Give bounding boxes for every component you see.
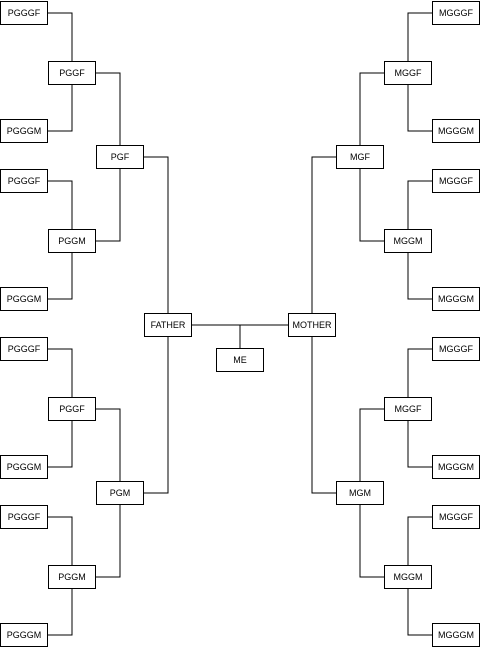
- node-mgggf: MGGGF: [432, 505, 480, 529]
- node-mgggf: MGGGF: [432, 337, 480, 361]
- node-pgggf: PGGGF: [0, 1, 48, 25]
- connector: [96, 408, 121, 481]
- connector: [48, 180, 73, 229]
- node-mgm: MGM: [336, 481, 384, 505]
- node-mother: MOTHER: [288, 313, 336, 337]
- node-mgggm: MGGGM: [432, 119, 480, 143]
- connector: [407, 589, 432, 636]
- connector: [407, 85, 432, 132]
- connector: [48, 253, 73, 300]
- connector: [144, 337, 169, 494]
- connector: [144, 156, 169, 313]
- node-father: FATHER: [144, 313, 192, 337]
- connector: [48, 85, 73, 132]
- connector: [359, 169, 384, 242]
- connector: [48, 516, 73, 565]
- node-pggm: PGGM: [48, 565, 96, 589]
- connector: [407, 516, 432, 565]
- node-mgggm: MGGGM: [432, 623, 480, 647]
- connector: [96, 72, 121, 145]
- node-mgf: MGF: [336, 145, 384, 169]
- connector: [407, 348, 432, 397]
- node-mgggm: MGGGM: [432, 455, 480, 479]
- node-pgggm: PGGGM: [0, 455, 48, 479]
- node-pgm: PGM: [96, 481, 144, 505]
- node-pgggm: PGGGM: [0, 119, 48, 143]
- node-mggf: MGGF: [384, 61, 432, 85]
- connector: [407, 12, 432, 61]
- connector: [359, 72, 384, 145]
- node-mgggf: MGGGF: [432, 1, 480, 25]
- node-mggf: MGGF: [384, 397, 432, 421]
- node-mggm: MGGM: [384, 229, 432, 253]
- connector: [407, 180, 432, 229]
- connector: [311, 156, 336, 313]
- node-pgggm: PGGGM: [0, 623, 48, 647]
- node-pgf: PGF: [96, 145, 144, 169]
- node-mgggm: MGGGM: [432, 287, 480, 311]
- connector: [48, 348, 73, 397]
- node-pggf: PGGF: [48, 397, 96, 421]
- node-pgggm: PGGGM: [0, 287, 48, 311]
- node-me: ME: [216, 348, 264, 372]
- node-pggm: PGGM: [48, 229, 96, 253]
- connector: [359, 408, 384, 481]
- node-mgggf: MGGGF: [432, 169, 480, 193]
- connector: [407, 421, 432, 468]
- connector: [48, 589, 73, 636]
- connector: [48, 12, 73, 61]
- connector: [96, 505, 121, 578]
- connector: [96, 169, 121, 242]
- connector: [407, 253, 432, 300]
- node-pggf: PGGF: [48, 61, 96, 85]
- node-pgggf: PGGGF: [0, 169, 48, 193]
- connector: [359, 505, 384, 578]
- node-pgggf: PGGGF: [0, 505, 48, 529]
- connector: [311, 337, 336, 494]
- node-pgggf: PGGGF: [0, 337, 48, 361]
- node-mggm: MGGM: [384, 565, 432, 589]
- connector: [48, 421, 73, 468]
